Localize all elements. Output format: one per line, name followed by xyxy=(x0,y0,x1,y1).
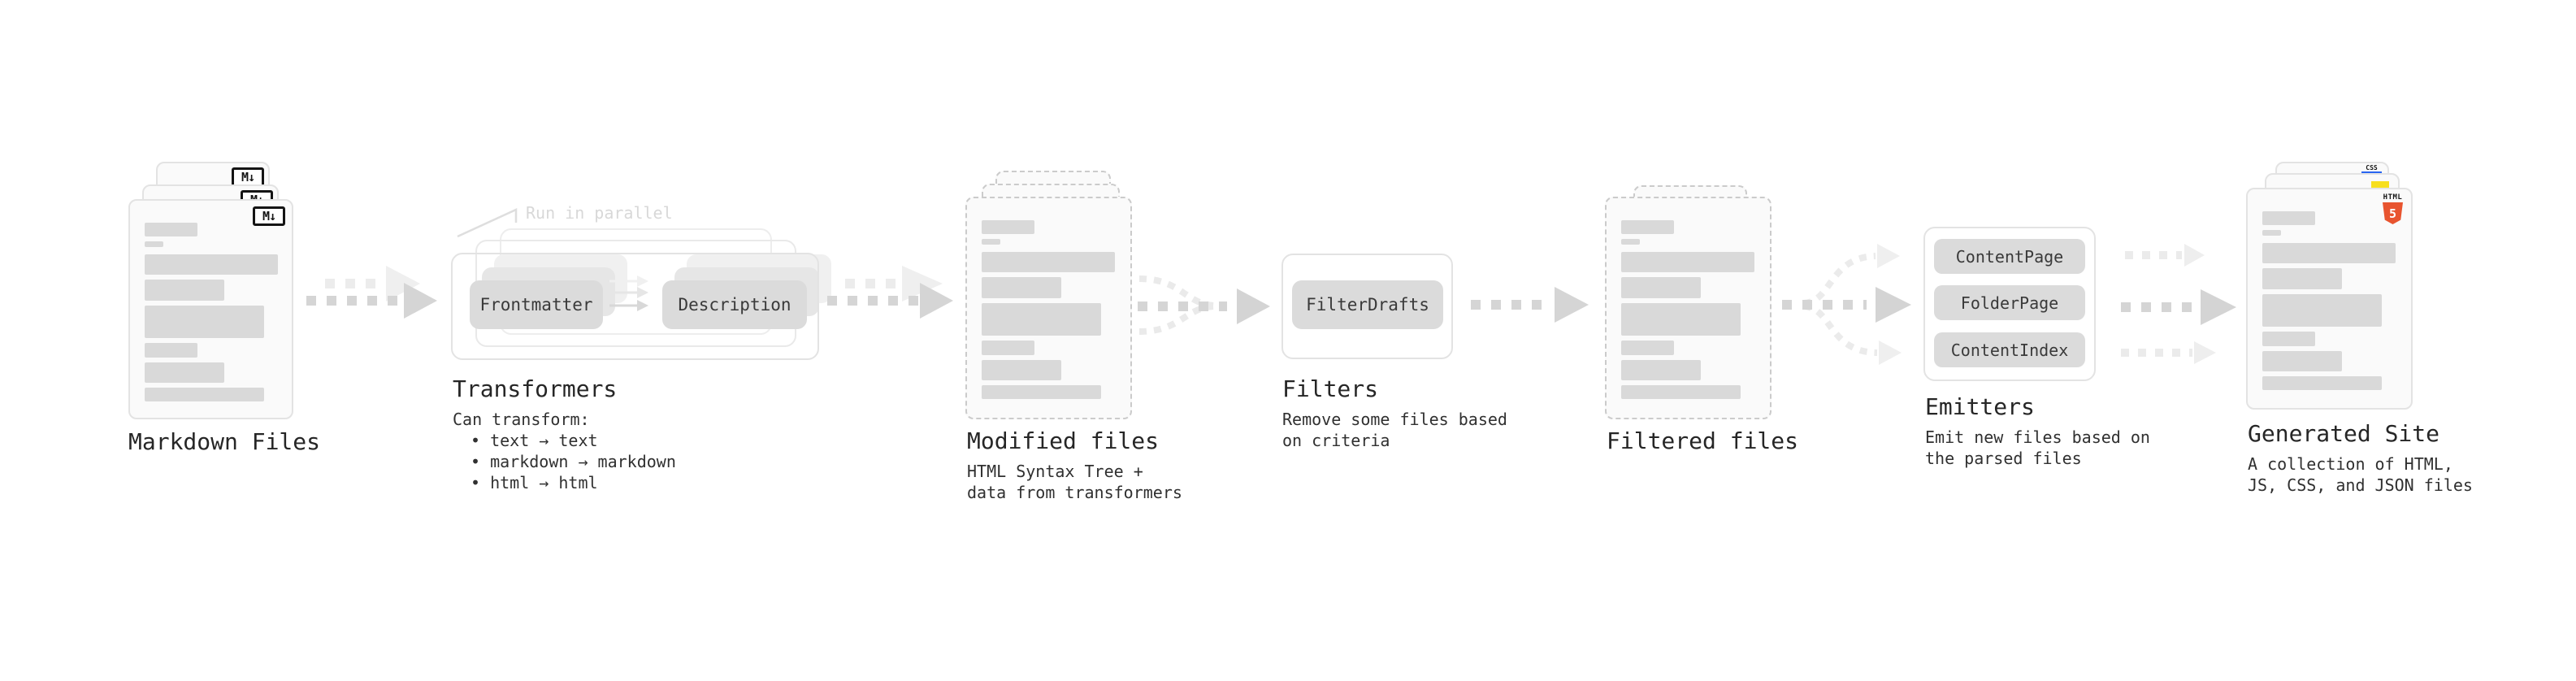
filtered-file-card-front xyxy=(1605,197,1772,419)
description-line: Emit new files based on xyxy=(1925,427,2150,447)
folderpage-pill: FolderPage xyxy=(1934,285,2085,320)
arrow-merge-modified-to-filters xyxy=(1138,275,1270,335)
transformer-frame-front xyxy=(451,253,819,360)
description-line: data from transformers xyxy=(967,483,1182,502)
markdown-file-card-front: M↓ xyxy=(128,199,293,419)
description-line: • text → text xyxy=(471,431,598,450)
parallel-mini-arrows xyxy=(609,275,648,311)
html5-icon: HTML 5 xyxy=(2382,193,2404,224)
description-pill: Description xyxy=(662,280,807,329)
arrows-emitters-to-generated xyxy=(2121,244,2236,364)
annotation-callout-line xyxy=(457,208,518,238)
description-line: A collection of HTML, xyxy=(2248,454,2453,474)
modified-files-description: HTML Syntax Tree + data from transformer… xyxy=(967,461,1182,503)
arrow-markdown-to-transformers xyxy=(306,266,437,319)
generated-site-label: Generated Site xyxy=(2248,420,2440,447)
description-line: Remove some files based xyxy=(1282,410,1507,429)
markdown-icon: M↓ xyxy=(232,167,264,187)
arrow-fanout-filtered-to-emitters xyxy=(1782,244,1911,365)
run-in-parallel-annotation: Run in parallel xyxy=(526,203,673,223)
description-line: Can transform: xyxy=(453,410,590,429)
arrow-filters-to-filtered xyxy=(1471,287,1589,323)
modified-file-card-front xyxy=(965,197,1132,419)
filters-label: Filters xyxy=(1282,375,1379,402)
description-line: HTML Syntax Tree + xyxy=(967,462,1143,481)
description-line: • html → html xyxy=(471,473,598,492)
placeholder-text-bars xyxy=(145,223,278,401)
filtered-files-label: Filtered files xyxy=(1607,427,1799,454)
filterdrafts-pill: FilterDrafts xyxy=(1292,280,1443,329)
generated-site-description: A collection of HTML, JS, CSS, and JSON … xyxy=(2248,453,2473,496)
description-line: JS, CSS, and JSON files xyxy=(2248,475,2473,495)
markdown-files-label: Markdown Files xyxy=(128,428,321,455)
description-line: on criteria xyxy=(1282,431,1390,450)
transformers-label: Transformers xyxy=(453,375,618,402)
placeholder-text-bars xyxy=(982,220,1115,399)
description-line: the parsed files xyxy=(1925,449,2082,468)
markdown-icon: M↓ xyxy=(253,206,285,226)
description-line: • markdown → markdown xyxy=(471,452,676,471)
emitters-label: Emitters xyxy=(1925,393,2035,420)
contentindex-pill: ContentIndex xyxy=(1934,332,2085,367)
emitters-description: Emit new files based on the parsed files xyxy=(1925,427,2150,469)
placeholder-text-bars xyxy=(2262,211,2396,390)
html-file-card-front: HTML 5 xyxy=(2246,188,2413,410)
arrow-transformers-to-modified xyxy=(827,266,953,319)
frontmatter-pill: Frontmatter xyxy=(470,280,603,329)
filters-description: Remove some files based on criteria xyxy=(1282,409,1507,451)
placeholder-text-bars xyxy=(1621,220,1754,399)
transformers-description: Can transform: • text → text • markdown … xyxy=(453,409,676,493)
modified-files-label: Modified files xyxy=(967,427,1160,454)
contentpage-pill: ContentPage xyxy=(1934,239,2085,274)
